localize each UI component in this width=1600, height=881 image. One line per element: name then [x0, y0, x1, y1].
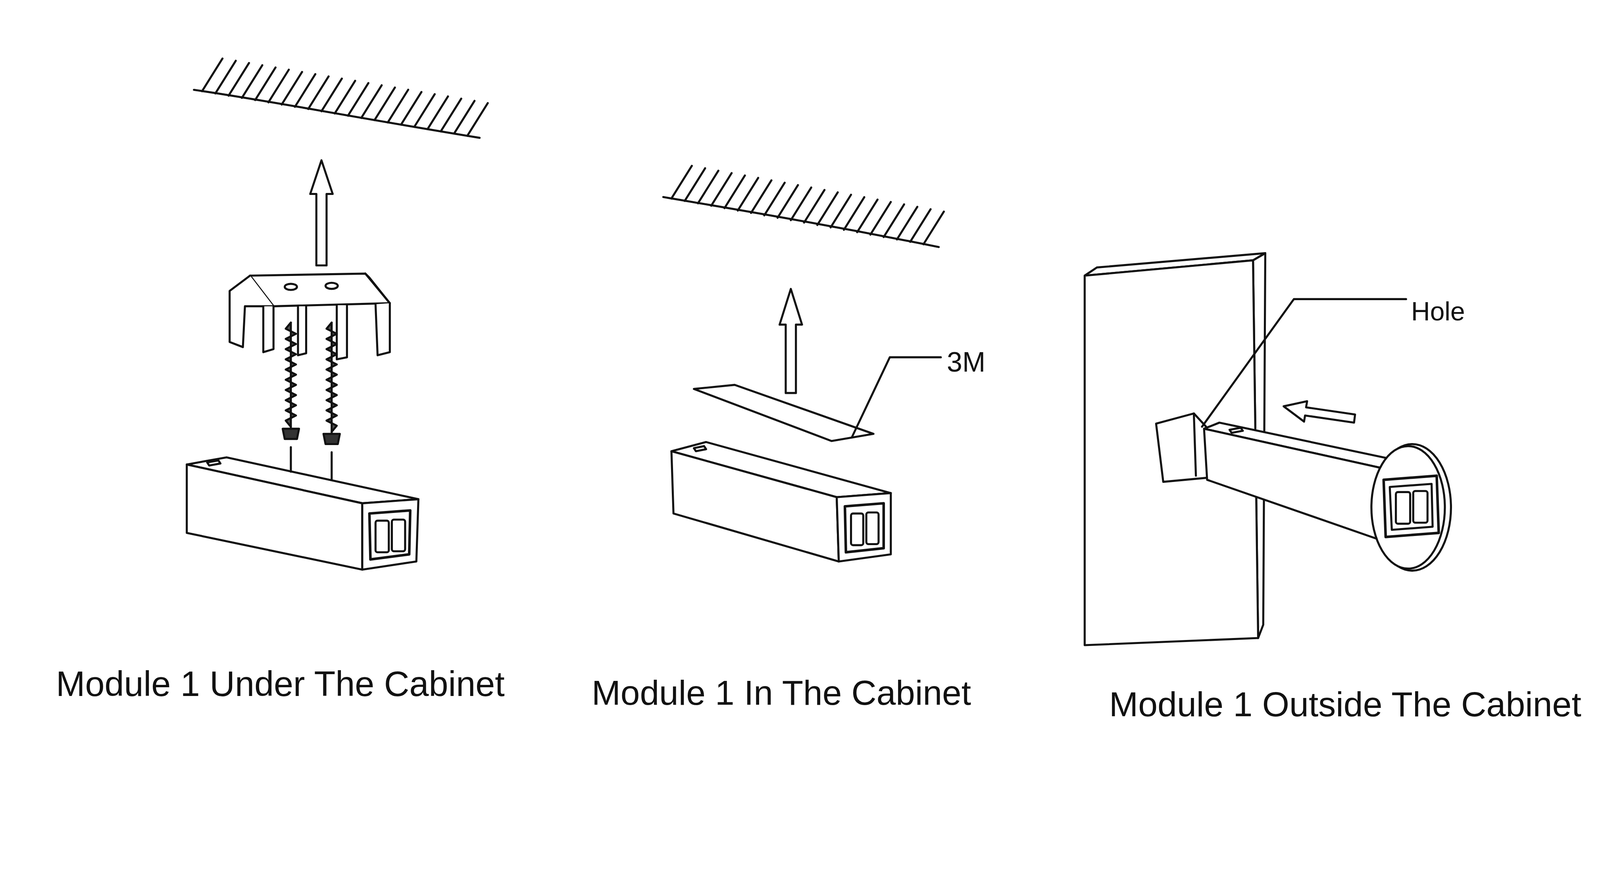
leader-line: [851, 357, 941, 437]
module-box: [671, 441, 891, 562]
leader-line: [1201, 298, 1406, 427]
ceiling-line: [194, 89, 480, 138]
screw-shaft: [330, 322, 333, 434]
hatch-stroke: [467, 103, 488, 136]
caption-text: Module 1 Under The Cabinet: [55, 666, 505, 702]
ceiling-hatch: [663, 165, 944, 248]
screws: [282, 322, 340, 445]
guide-line: [330, 451, 333, 480]
direction-arrow: [310, 160, 333, 266]
module-box: [186, 457, 419, 570]
ceiling-hatch: [194, 58, 489, 138]
screw-head: [282, 428, 299, 439]
callout-label: Hole: [1411, 298, 1466, 325]
guide-line: [289, 446, 292, 472]
hole-edge: [1194, 413, 1197, 476]
hole-insert: [1155, 413, 1208, 482]
mounting-bracket: [229, 273, 391, 360]
direction-arrow: [779, 288, 803, 393]
adhesive-tape: [694, 384, 874, 441]
screw-head: [323, 433, 340, 445]
screw-shaft: [289, 322, 292, 429]
callout-label: 3M: [946, 348, 986, 376]
module-box: [1203, 422, 1451, 571]
caption-text: Module 1 In The Cabinet: [591, 675, 972, 710]
hatch-stroke: [923, 211, 944, 245]
direction-arrow: [1283, 401, 1356, 423]
caption-text: Module 1 Outside The Cabinet: [1109, 686, 1582, 722]
